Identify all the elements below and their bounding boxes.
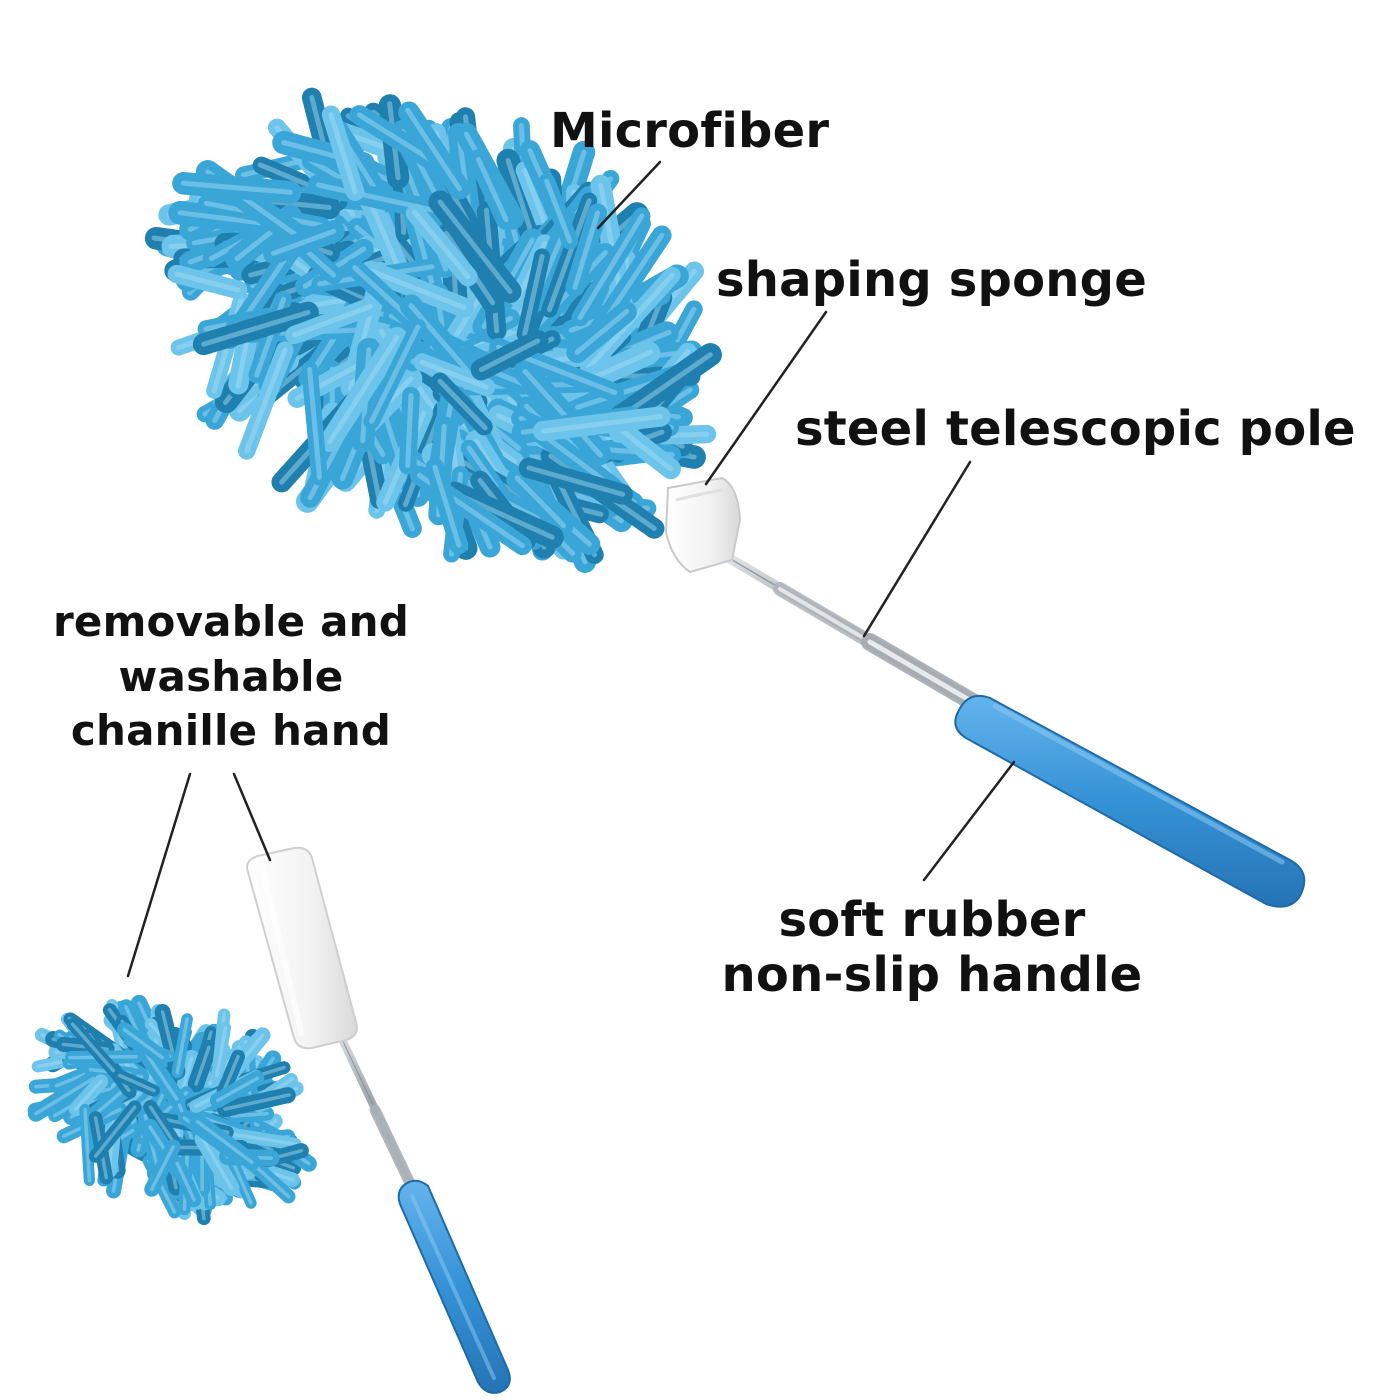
secondary-sponge — [246, 846, 358, 1050]
label-removable-washable: removable and washable chanille hand — [46, 595, 416, 759]
main-duster — [142, 87, 1306, 908]
shaping-sponge — [664, 476, 742, 574]
label-microfiber: Microfiber — [550, 104, 829, 159]
microfiber-head — [142, 87, 722, 573]
label-removable-line-2: washable — [118, 651, 344, 701]
label-microfiber-text: Microfiber — [550, 103, 830, 159]
steel-telescopic-pole — [707, 543, 1009, 727]
label-shaping-sponge-text: shaping sponge — [716, 252, 1147, 308]
leader-line-soft-rubber — [922, 760, 1016, 882]
leader-line-removable-head — [126, 772, 192, 978]
leader-line-microfiber — [596, 160, 662, 230]
removable-chenille-head — [27, 994, 317, 1226]
label-steel-pole-text: steel telescopic pole — [795, 401, 1356, 457]
label-shaping-sponge: shaping sponge — [716, 253, 1147, 308]
leader-line-removable-sponge — [232, 772, 272, 862]
label-soft-rubber-line-2: non-slip handle — [721, 946, 1143, 1003]
secondary-pole — [328, 1014, 424, 1206]
soft-rubber-handle — [954, 694, 1306, 908]
label-removable-line-1: removable and — [52, 597, 409, 646]
secondary-handle — [397, 1179, 511, 1394]
leader-lines — [126, 160, 1016, 978]
leader-line-steel-pole — [862, 460, 972, 638]
leader-line-shaping-sponge — [704, 310, 828, 486]
secondary-duster — [27, 846, 511, 1394]
label-steel-telescopic-pole: steel telescopic pole — [795, 402, 1356, 457]
label-soft-rubber-handle: soft rubber non-slip handle — [716, 893, 1148, 1002]
label-soft-rubber-line-1: soft rubber — [778, 892, 1086, 948]
label-removable-line-3: chanille hand — [70, 706, 392, 756]
